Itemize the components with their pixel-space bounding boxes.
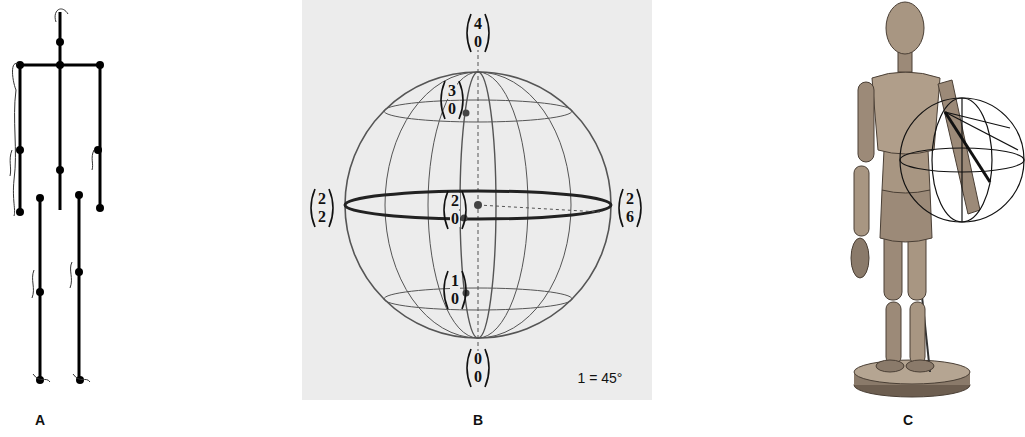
panel-letter: C [903,413,913,427]
sphere [345,48,611,356]
vector-brackets [311,14,641,387]
vector-digit: 3 [447,83,457,99]
vector-digit: 2 [625,191,635,207]
vector-digit: 0 [473,369,483,385]
mannequin [851,2,980,397]
vector-digit: 0 [473,351,483,367]
vector-digit: 2 [450,193,460,209]
scale-note: 1 = 45° [577,371,624,385]
stick-figure [20,12,100,380]
vector-digit: 4 [473,16,483,32]
vector-digit: 0 [447,101,457,117]
vector-digit: 0 [450,291,460,307]
sphere-dots [461,110,483,297]
vector-digit: 6 [625,209,635,225]
panel-letter: B [473,413,483,427]
panel-letter: A [35,413,45,427]
joint-dots [16,38,104,384]
vector-digit: 0 [473,34,483,50]
vector-digit: 1 [450,273,460,289]
panel-ground [302,0,652,400]
shoulder-sphere [900,98,1024,222]
vector-digit: 2 [317,209,327,225]
vector-digit: 2 [317,191,327,207]
vector-digit: 0 [450,211,460,227]
sketch-strokes [10,9,94,382]
